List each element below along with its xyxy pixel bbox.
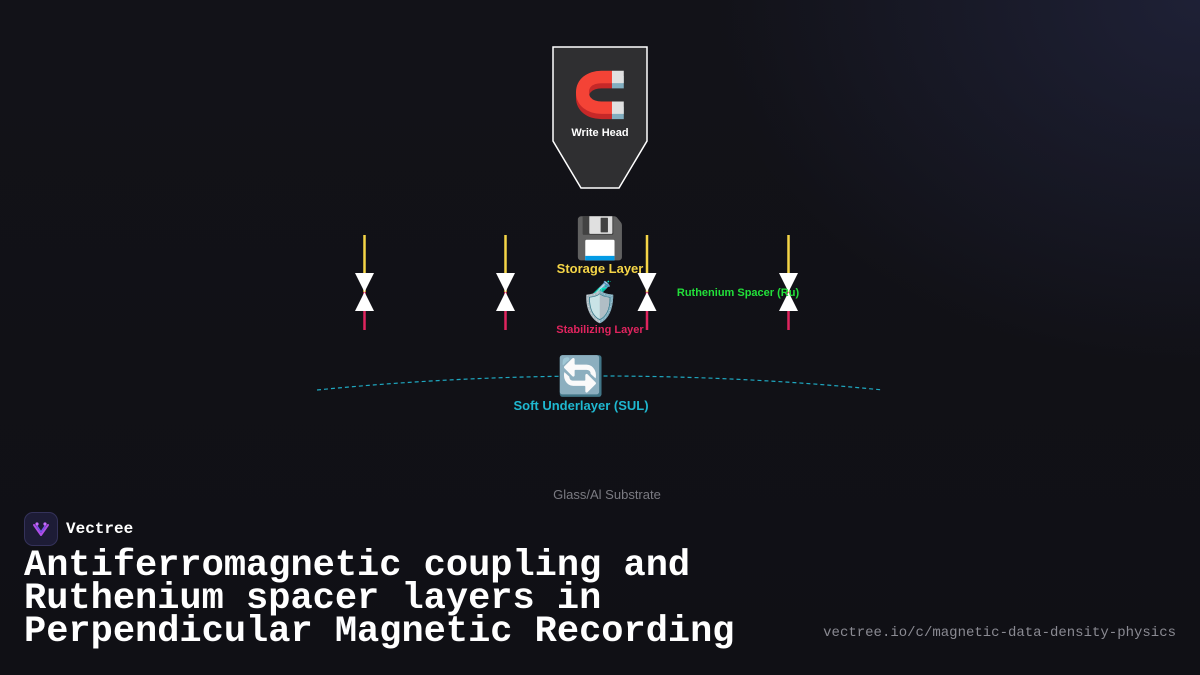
grain-1 <box>355 235 374 330</box>
brand-name: Vectree <box>66 520 134 538</box>
grain-1-down-arrow <box>355 273 374 292</box>
soft-underlayer-arc <box>316 375 884 391</box>
storage-layer-label: Storage Layer <box>556 261 644 276</box>
grain-2-up-arrow <box>496 292 515 311</box>
grain-3 <box>637 235 657 330</box>
vectree-logo-icon <box>24 512 58 546</box>
write-head-label: Write Head <box>571 127 629 139</box>
page-title: Antiferromagnetic coupling and Ruthenium… <box>24 545 735 653</box>
shield-icon: 🛡️ <box>581 290 619 325</box>
grain-4-up-arrow <box>779 292 798 311</box>
grain-2 <box>496 235 515 330</box>
write-head-shape <box>552 46 648 189</box>
source-url: vectree.io/c/magnetic-data-density-physi… <box>823 625 1176 641</box>
soft-underlayer-label: Soft Underlayer (SUL) <box>513 398 649 413</box>
grain-3-up-arrow <box>637 292 657 311</box>
grain-2-down-arrow <box>496 273 515 292</box>
test-tube-icon: 🧪 <box>587 279 613 303</box>
grain-4-down-arrow <box>779 273 798 292</box>
grain-4 <box>779 235 798 330</box>
grain-3-down-arrow <box>637 273 657 292</box>
substrate-label: Glass/Al Substrate <box>553 487 661 502</box>
ruthenium-spacer-label: Ruthenium Spacer (Ru) <box>676 287 800 299</box>
stabilizing-layer-label: Stabilizing Layer <box>556 324 644 336</box>
grain-1-up-arrow <box>355 292 374 311</box>
brand: Vectree <box>24 512 133 546</box>
cycle-arrows-icon: 🔄 <box>557 354 605 398</box>
floppy-disk-icon: 💾 <box>575 216 625 262</box>
vectree-logo-mark <box>33 522 49 536</box>
magnet-icon: 🧲 <box>572 70 628 121</box>
